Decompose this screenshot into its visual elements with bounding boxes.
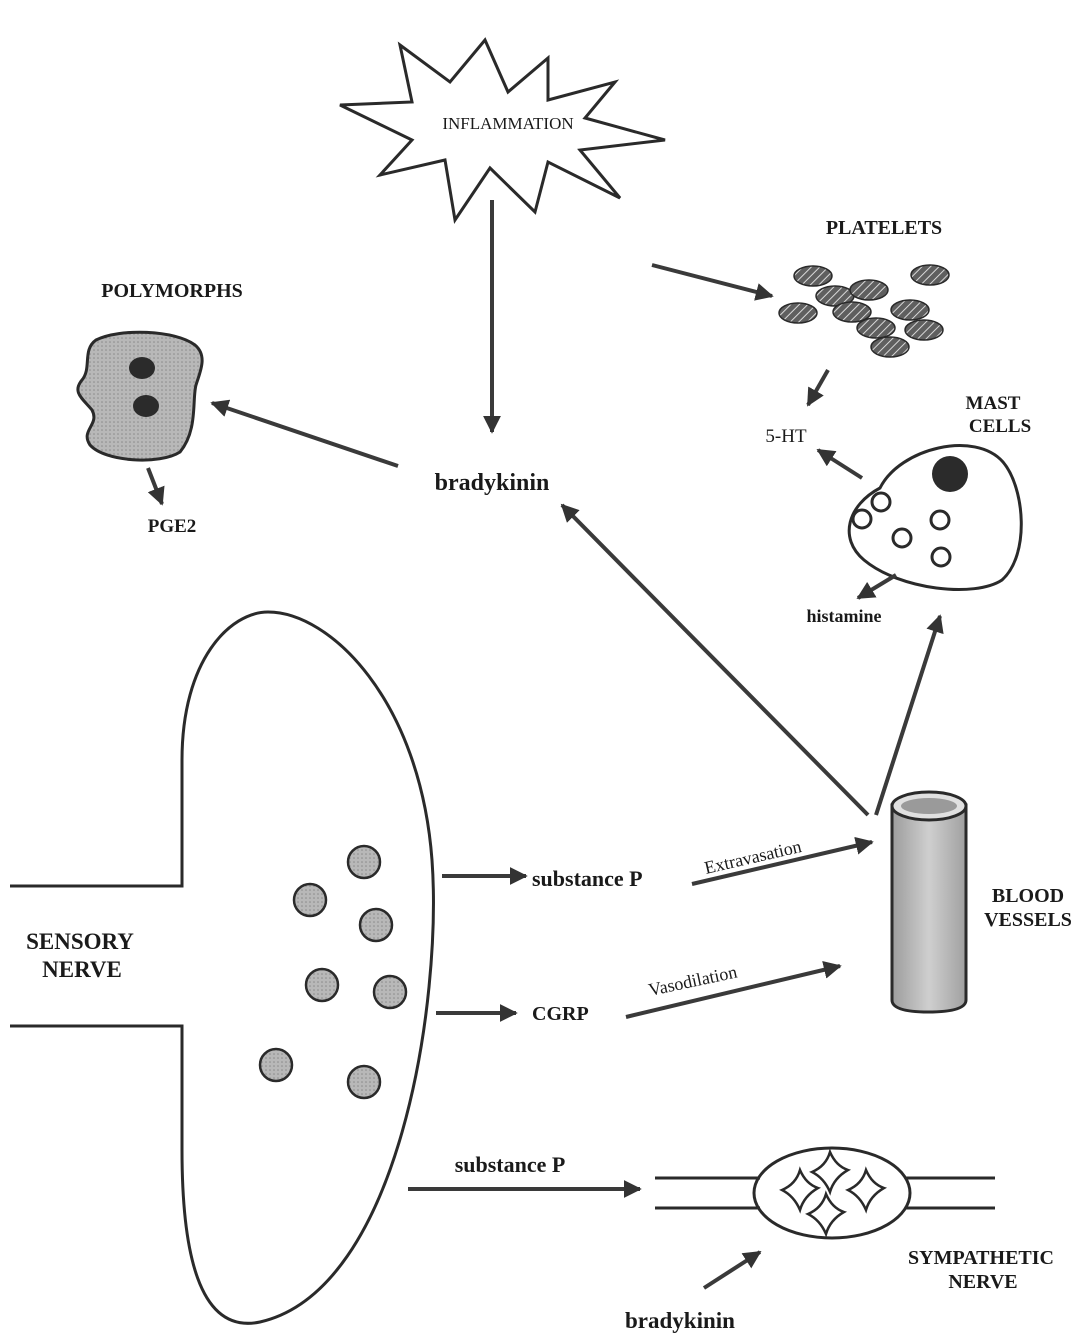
histamine-label: histamine — [806, 606, 881, 626]
pge2-label: PGE2 — [148, 516, 197, 537]
platelets-cluster — [779, 265, 949, 357]
platelets-label: PLATELETS — [826, 217, 942, 239]
polymorph-nucleus-1 — [129, 357, 155, 379]
mast-cell-granules — [853, 493, 950, 566]
sympathetic-nerve-label-line2: NERVE — [948, 1271, 1017, 1293]
mast-cells-label-line2: CELLS — [969, 416, 1031, 437]
blood-vessels-label-line2: VESSELS — [984, 909, 1072, 931]
polymorphs-label: POLYMORPHS — [101, 280, 243, 302]
sympathetic-nerve-label-line1: SYMPATHETIC — [908, 1247, 1054, 1269]
arrow-mast-to-histamine — [858, 575, 896, 598]
arrow-mast-to-5ht — [818, 450, 862, 478]
polymorph-nucleus-2 — [133, 395, 159, 417]
sensory-nerve-label-line2: NERVE — [42, 957, 122, 982]
arrow-vessel-to-mast-cells — [876, 616, 940, 815]
bradykinin-bottom-label: bradykinin — [625, 1308, 735, 1333]
arrow-bradykinin-to-sympathetic — [704, 1252, 760, 1288]
blood-vessel — [892, 792, 966, 1012]
arrow-to-platelets — [652, 265, 772, 296]
arrow-platelets-to-5ht — [808, 370, 828, 405]
bradykinin-label: bradykinin — [435, 470, 550, 496]
sensory-vesicles — [260, 846, 406, 1098]
inflammation-label: INFLAMMATION — [442, 114, 573, 133]
mast-cells-label-line1: MAST — [966, 393, 1021, 414]
cgrp-label: CGRP — [532, 1003, 589, 1025]
arrow-vessel-to-bradykinin — [562, 505, 868, 815]
substance-p-bottom-label: substance P — [455, 1152, 566, 1177]
mast-cell-nucleus — [932, 456, 968, 492]
polymorph-cell — [78, 332, 202, 460]
five-ht-label: 5-HT — [765, 426, 807, 447]
blood-vessels-label-line1: BLOOD — [992, 885, 1064, 907]
sympathetic-nerve — [655, 1148, 995, 1238]
arrow-polymorphs-to-pge2 — [148, 468, 162, 504]
substance-p-top-label: substance P — [532, 866, 643, 891]
sensory-nerve-label-line1: SENSORY — [26, 929, 134, 954]
arrow-bradykinin-to-polymorphs — [212, 403, 398, 466]
